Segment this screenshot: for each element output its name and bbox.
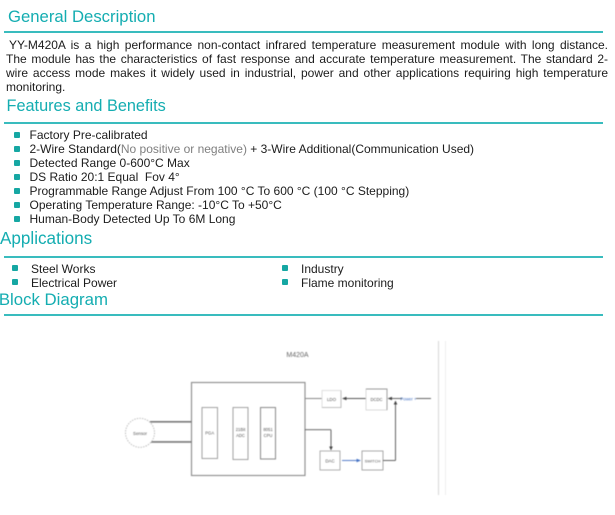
svg-text:8051: 8051 [263,427,273,432]
svg-text:CPU: CPU [264,433,273,438]
svg-text:DAC: DAC [325,459,334,464]
svg-text:PGA: PGA [205,431,214,436]
svg-text:SWITCH: SWITCH [365,459,381,464]
svg-text:21Bit: 21Bit [236,427,246,432]
svg-text:LDO: LDO [327,397,337,402]
svg-text:ADC: ADC [236,433,245,438]
svg-text:Sensor: Sensor [133,431,147,436]
svg-text:M420A: M420A [286,352,309,359]
svg-text:DCDC: DCDC [370,397,382,402]
svg-text:Power +: Power + [400,397,417,402]
